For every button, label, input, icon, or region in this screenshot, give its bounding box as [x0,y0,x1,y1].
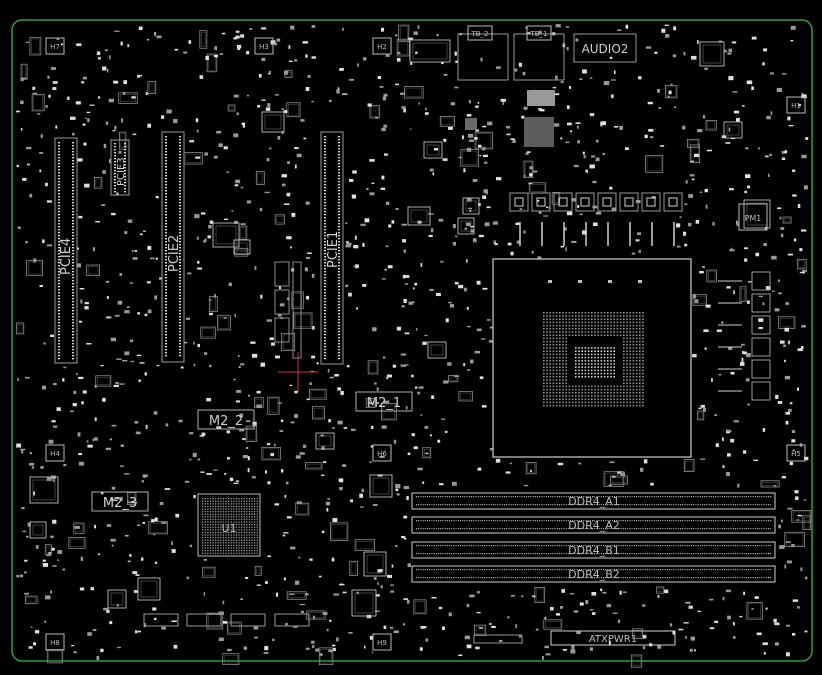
cpu-socket[interactable] [492,258,692,458]
component-field [16,24,812,668]
mounting-hole-h3: H3 [254,37,274,55]
m2-1-slot[interactable]: M2_1 [355,391,413,412]
svg-text:H7: H7 [50,43,60,51]
ddr4-a1-slot[interactable]: DDR4_A1 [411,492,776,510]
pm1-label: PM1 [745,214,762,223]
svg-text:H1: H1 [791,102,801,110]
svg-text:H6: H6 [377,450,387,458]
chipset-label: U1 [221,522,236,535]
ddr4-b1-label: DDR4_B1 [568,544,620,557]
ddr4-b1-slot[interactable]: DDR4_B1 [411,541,776,559]
front-panel-headers [143,613,523,644]
atx-power-connector[interactable]: ATXPWR1 [550,630,676,646]
vrm-chokes [509,192,771,401]
pcie2-slot[interactable]: PCIE2 [161,131,185,363]
atxpwr1-label: ATXPWR1 [589,634,637,645]
io-lan-usb-2[interactable]: TB_1 [513,25,565,81]
io-lan-usb-1[interactable]: TB_2 [457,25,509,81]
svg-text:H4: H4 [50,450,60,458]
mounting-hole-h8: H8 [45,633,65,651]
ddr4-a2-slot[interactable]: DDR4_A2 [411,516,776,534]
m2-2-slot[interactable]: M2_2 [197,409,255,430]
svg-text:H3: H3 [259,43,269,51]
tb1-label: TB_1 [529,30,547,38]
ddr4-b2-slot[interactable]: DDR4_B2 [411,565,776,583]
mounting-hole-h9: H9 [372,633,392,651]
pcie3-slot[interactable]: PCIE3 [110,139,130,196]
svg-text:H9: H9 [377,639,387,647]
svg-text:H2: H2 [377,43,387,51]
pcie2-label: PCIE2 [167,235,182,272]
mounting-hole-h4: H4 [45,444,65,462]
crosshair-cursor [278,352,318,392]
pcie4-label: PCIE4 [59,238,74,275]
mounting-hole-h6: H6 [372,444,392,462]
center-connector-strip [274,261,302,359]
mounting-hole-h2: H2 [372,37,392,55]
board-outline [11,19,813,662]
ddr4-a1-label: DDR4_A1 [568,495,620,508]
mounting-hole-h7: H7 [45,37,65,55]
chipset-bga[interactable]: U1 [197,493,261,557]
svg-text:H5: H5 [791,450,801,458]
mounting-hole-h5: H5 [786,444,806,462]
mounting-hole-h1: H1 [786,96,806,114]
pm1-chip[interactable]: PM1 [738,203,768,231]
m2-3-label: M2_3 [103,496,137,511]
m2-3-slot[interactable]: M2_3 [91,491,149,512]
pcie1-label: PCIE1 [326,231,341,268]
ddr4-a2-label: DDR4_A2 [568,519,620,532]
pcie4-slot[interactable]: PCIE4 [54,137,78,364]
ddr4-b2-label: DDR4_B2 [568,568,620,581]
tb2-label: TB_2 [470,30,488,38]
pcie1-slot[interactable]: PCIE1 [320,131,344,365]
pcie3-label: PCIE3 [116,157,127,186]
cpu-socket-pads [543,280,644,407]
audio-connector[interactable]: AUDIO2 [573,33,637,63]
m2-1-label: M2_1 [367,396,401,411]
svg-text:H8: H8 [50,639,60,647]
m2-2-label: M2_2 [209,414,243,429]
audio2-label: AUDIO2 [582,42,629,56]
